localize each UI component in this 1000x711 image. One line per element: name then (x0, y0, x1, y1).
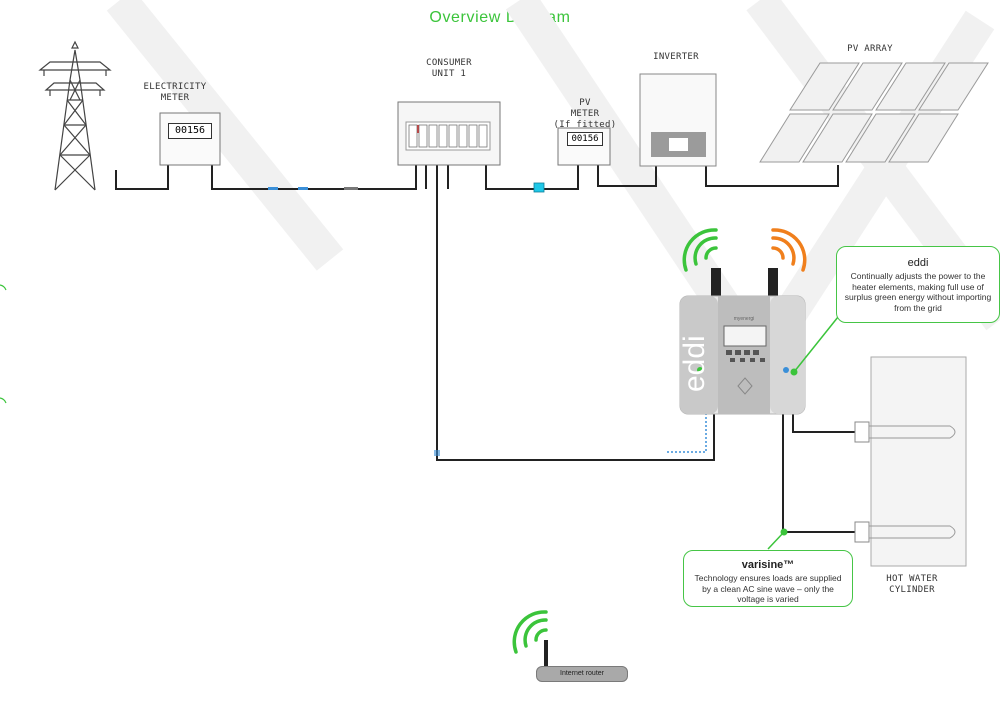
breaker-switch (468, 124, 478, 148)
breaker-switch (438, 124, 448, 148)
consumer-unit-label: CONSUMER UNIT 1 (409, 58, 489, 80)
eddi-maker-text: myenergi (734, 316, 755, 322)
pv-panel (845, 113, 916, 163)
breaker-switch (458, 124, 468, 148)
hot-water-cylinder-label: HOT WATER CYLINDER (872, 574, 952, 596)
pv-panel (759, 113, 830, 163)
wifi-signal-left-icon (682, 228, 718, 272)
breaker-switch (428, 124, 438, 148)
data-wiring (667, 412, 707, 453)
hot-water-cylinder-label-line1: HOT WATER (886, 574, 938, 584)
electricity-meter-label-line1: ELECTRICITY (143, 82, 207, 92)
pv-panel (789, 62, 860, 111)
consumer-unit-label-line2: UNIT 1 (431, 69, 467, 79)
wifi-signal-router-icon (512, 610, 548, 668)
electricity-meter-label: ELECTRICITY METER (135, 82, 215, 104)
pv-meter-label-line3: (If fitted) (553, 120, 617, 130)
electricity-pylon-icon (38, 40, 112, 191)
pv-panel (875, 62, 946, 111)
eddi-callout-line (793, 311, 843, 373)
wifi-signal-right-icon (771, 228, 807, 272)
pv-panel (918, 62, 989, 111)
breaker-switch (478, 124, 488, 148)
pv-meter-label-line2: METER (570, 109, 600, 119)
electricity-meter-reading: 00156 (168, 123, 212, 139)
breaker-switch (408, 124, 418, 148)
eddi-device (679, 268, 806, 415)
hot-water-cylinder (854, 356, 967, 567)
hot-water-cylinder-label-line2: CYLINDER (889, 585, 935, 595)
pv-panel (888, 113, 959, 163)
breaker-switch (448, 124, 458, 148)
consumer-unit-label-line1: CONSUMER (426, 58, 472, 68)
pv-meter-label-line1: PV (579, 98, 591, 108)
inverter (639, 73, 717, 167)
eddi-callout: eddi Continually adjusts the power to th… (836, 246, 1000, 323)
pv-meter-reading: 00156 (567, 132, 603, 146)
antenna-right (768, 268, 778, 298)
electricity-meter-label-line2: METER (160, 93, 190, 103)
varisine-callout-heading: varisine™ (741, 559, 795, 571)
wire-markers (268, 182, 545, 456)
power-wiring (115, 165, 855, 533)
antenna-left (711, 268, 721, 298)
eddi-brand-text: eddi (678, 335, 711, 392)
edge-signal-fragments (0, 284, 7, 404)
eddi-callout-body: Continually adjusts the power to the hea… (844, 271, 992, 313)
internet-router: Internet router (536, 666, 628, 682)
varisine-callout-body: Technology ensures loads are supplied by… (694, 573, 842, 604)
pv-panel (832, 62, 903, 111)
breaker-switch (418, 124, 428, 148)
breaker-row (408, 124, 488, 148)
electricity-meter (159, 112, 221, 166)
pv-panel (802, 113, 873, 163)
varisine-callout: varisine™ Technology ensures loads are s… (683, 550, 853, 607)
varisine-callout-line (767, 531, 785, 550)
connector-icon (533, 182, 545, 193)
inverter-label: INVERTER (653, 52, 699, 62)
pv-array-label: PV ARRAY (847, 44, 893, 54)
pv-array-panels (759, 62, 989, 163)
eddi-callout-heading: eddi (907, 257, 929, 269)
pv-meter-label: PV METER (If fitted) (545, 98, 625, 131)
